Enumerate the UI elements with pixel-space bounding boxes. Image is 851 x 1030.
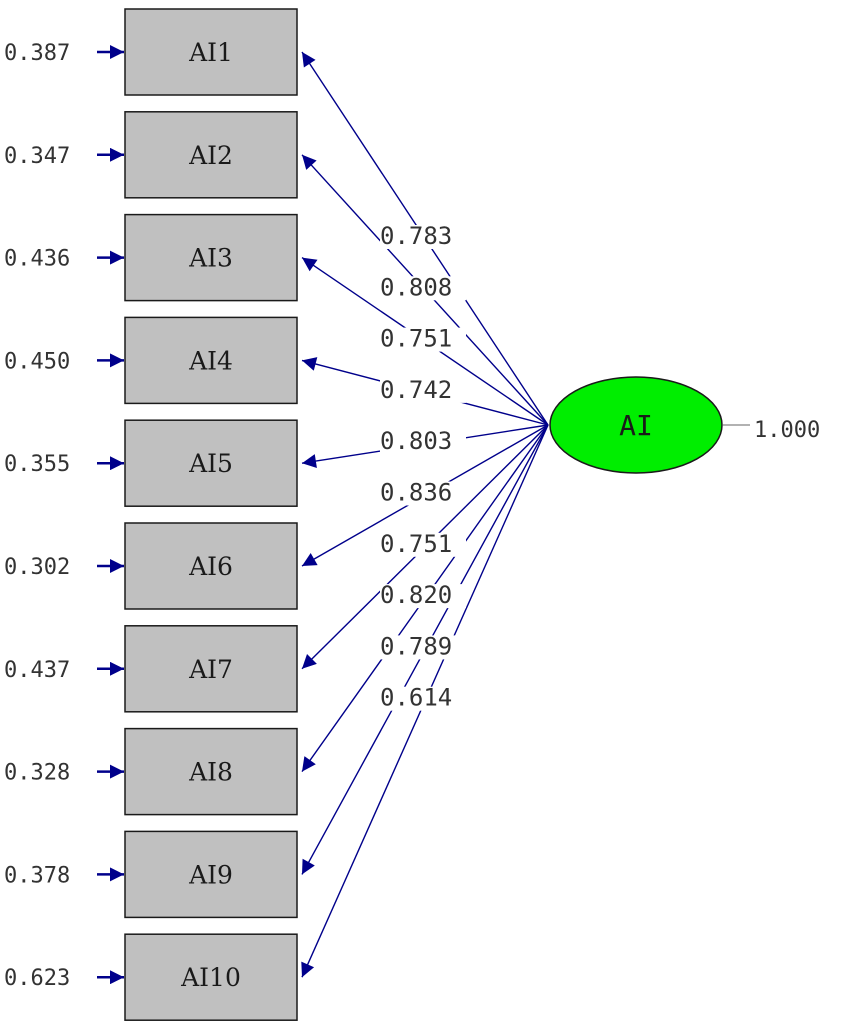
indicator-label: AI4 [188, 346, 233, 375]
loading-label: 0.808 [380, 273, 452, 301]
error-variance-label: 0.347 [4, 144, 70, 169]
loading-label-bg [380, 276, 466, 301]
loading-label: 0.803 [380, 427, 452, 455]
loading-label-bg [380, 430, 466, 455]
loading-labels: 0.783 0.808 0.751 0.742 0.803 0.836 0.751 0.820… [380, 222, 466, 712]
indicator-label: AI1 [188, 38, 233, 67]
indicator-box[interactable] [124, 316, 298, 405]
latent-label: AI [619, 409, 653, 442]
error-variance-label: 0.437 [4, 658, 70, 683]
latent-factor: AI 1.000 [549, 376, 820, 474]
loading-arrows [301, 51, 549, 978]
indicator-box[interactable] [124, 8, 298, 96]
indicator-label: AI2 [188, 141, 233, 170]
loading-label: 0.742 [380, 376, 452, 404]
indicator-box[interactable] [124, 111, 298, 199]
loading-label: 0.836 [380, 479, 452, 507]
loading-label-bg [380, 327, 466, 352]
error-variance-label: 0.450 [4, 349, 70, 374]
error-variance-label: 0.355 [4, 452, 70, 477]
error-variance-label: 0.378 [4, 863, 70, 888]
loading-label: 0.751 [380, 530, 452, 558]
indicator-label: AI3 [188, 244, 233, 273]
loading-label-bg [380, 225, 466, 249]
error-variance-label: 0.623 [4, 966, 70, 991]
loading-label-bg [380, 686, 466, 711]
latent-variance-label: 1.000 [754, 418, 820, 443]
loading-label-bg [380, 481, 466, 506]
error-variance-label: 0.302 [4, 555, 70, 580]
indicator-box[interactable] [124, 727, 298, 816]
loading-label: 0.820 [380, 581, 452, 609]
loading-label-bg [380, 635, 466, 660]
loading-label: 0.789 [380, 632, 452, 660]
loading-label: 0.783 [380, 222, 452, 250]
indicator-label: AI5 [188, 449, 233, 478]
error-variance-label: 0.387 [4, 41, 70, 66]
loading-label: 0.751 [380, 325, 452, 353]
indicator-box[interactable] [124, 933, 298, 1021]
indicator-label: AI9 [188, 860, 233, 889]
indicator-box[interactable] [124, 625, 298, 713]
indicator-label: AI10 [180, 963, 241, 992]
loading-label-bg [380, 532, 466, 557]
error-variance-label: 0.436 [4, 247, 70, 272]
indicator-box[interactable] [124, 830, 298, 919]
indicator-label: AI8 [188, 758, 233, 787]
loading-label: 0.614 [380, 684, 452, 712]
indicator-box[interactable] [124, 522, 298, 610]
latent-ellipse[interactable] [549, 376, 723, 474]
indicator-box[interactable] [124, 419, 298, 507]
loading-label-bg [380, 378, 466, 403]
indicator-label: AI6 [188, 552, 233, 581]
error-variance-label: 0.328 [4, 761, 70, 786]
indicator-box[interactable] [124, 213, 298, 302]
loading-label-bg [380, 584, 466, 609]
indicator-label: AI7 [188, 655, 233, 684]
